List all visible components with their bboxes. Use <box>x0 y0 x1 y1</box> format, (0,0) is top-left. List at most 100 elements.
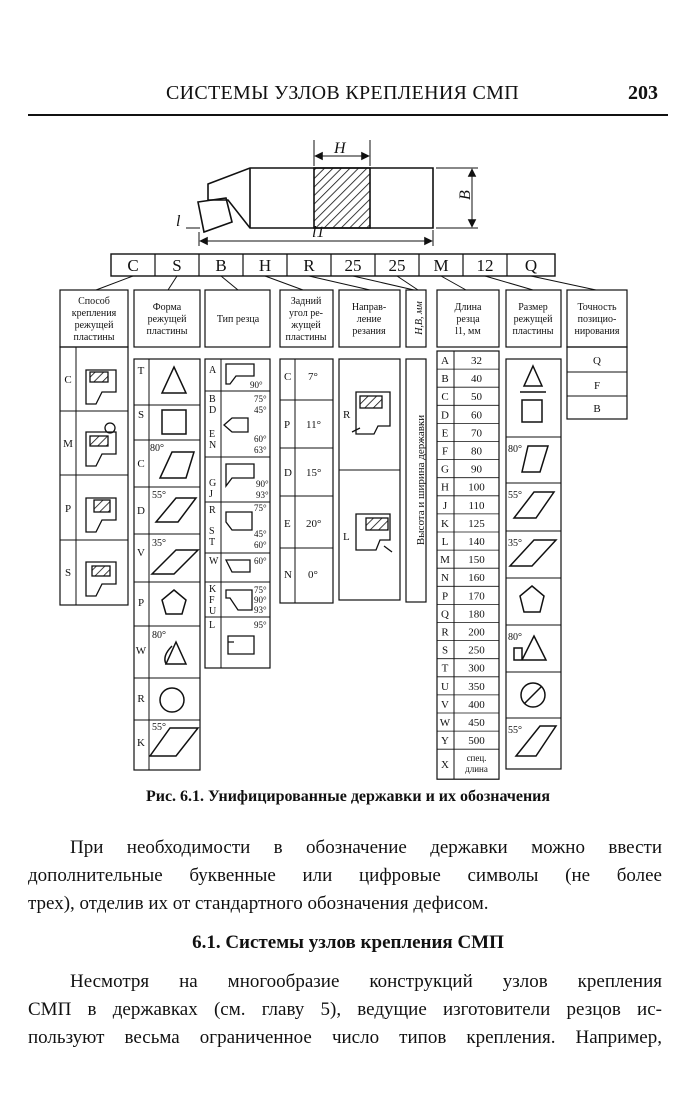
svg-text:l1, мм: l1, мм <box>455 326 481 337</box>
svg-text:D: D <box>137 505 145 517</box>
svg-text:P: P <box>65 503 71 515</box>
section-heading: 6.1. Системы узлов крепления СМП <box>192 932 504 953</box>
svg-text:60°: 60° <box>254 540 267 550</box>
svg-text:R: R <box>137 693 145 705</box>
svg-text:U: U <box>209 606 217 617</box>
svg-text:C: C <box>137 458 144 470</box>
length-code: S <box>442 645 448 657</box>
svg-text:55°: 55° <box>508 725 522 736</box>
length-code: U <box>441 681 449 693</box>
length-value: 50 <box>471 391 483 403</box>
svg-text:C: C <box>284 371 291 383</box>
svg-text:H,B, мм: H,B, мм <box>414 301 425 336</box>
length-code: P <box>442 590 448 602</box>
paragraph-1: При необходимости в обозначение державки… <box>28 837 662 914</box>
svg-text:Размер: Размер <box>518 302 548 313</box>
svg-text:F: F <box>594 380 600 392</box>
figure-6-1: H B l l1 C S B H R 25 25 M 12 Q <box>59 140 628 780</box>
svg-text:L: L <box>343 531 350 543</box>
length-code: G <box>441 464 449 476</box>
svg-text:D: D <box>284 467 292 479</box>
length-value: 500 <box>468 735 485 747</box>
length-code: T <box>442 663 449 675</box>
svg-text:63°: 63° <box>254 445 267 455</box>
code-10: Q <box>525 256 537 275</box>
length-value: 90 <box>471 464 483 476</box>
svg-text:режущей: режущей <box>514 314 553 325</box>
svg-text:7°: 7° <box>308 371 318 383</box>
code-2: S <box>172 256 181 275</box>
svg-text:80°: 80° <box>150 443 164 454</box>
svg-text:D: D <box>209 405 216 416</box>
svg-text:B: B <box>209 394 216 405</box>
svg-text:45°: 45° <box>254 405 267 415</box>
svg-text:M: M <box>63 438 73 450</box>
clamp-icons <box>85 369 117 597</box>
svg-text:R: R <box>209 505 216 516</box>
length-value: 100 <box>468 482 485 494</box>
svg-text:C: C <box>64 374 71 386</box>
svg-text:K: K <box>209 584 217 595</box>
svg-text:Задний: Задний <box>291 296 322 307</box>
svg-text:E: E <box>284 518 291 530</box>
code-8: M <box>433 256 448 275</box>
svg-text:45°: 45° <box>254 529 267 539</box>
svg-text:E: E <box>209 429 215 440</box>
dim-l1: l1 <box>312 224 324 241</box>
dim-l: l <box>176 213 181 230</box>
svg-text:0°: 0° <box>308 569 318 581</box>
svg-text:93°: 93° <box>254 605 267 615</box>
svg-text:V: V <box>137 547 145 559</box>
svg-text:80°: 80° <box>508 632 522 643</box>
svg-text:J: J <box>209 489 213 500</box>
length-value: 70 <box>471 427 483 439</box>
length-value: 200 <box>468 627 485 639</box>
svg-text:75°: 75° <box>254 503 267 513</box>
svg-text:T: T <box>209 537 215 548</box>
code-connectors <box>95 275 597 291</box>
paragraph-2: Несмотря на многообразие конструкций узл… <box>28 971 662 1048</box>
length-value: 80 <box>471 446 483 458</box>
svg-text:75°: 75° <box>254 585 267 595</box>
svg-text:55°: 55° <box>152 722 166 733</box>
code-6: 25 <box>345 256 362 275</box>
svg-text:W: W <box>209 556 219 567</box>
svg-text:S: S <box>65 567 71 579</box>
svg-text:Направ-: Направ- <box>352 302 386 313</box>
svg-text:N: N <box>209 440 216 451</box>
svg-text:S: S <box>209 526 215 537</box>
length-value: 40 <box>471 373 483 385</box>
svg-text:Q: Q <box>593 355 601 367</box>
svg-text:Форма: Форма <box>153 302 182 313</box>
length-code: F <box>442 446 448 458</box>
length-code: L <box>442 536 449 548</box>
svg-text:80°: 80° <box>152 630 166 641</box>
svg-text:B: B <box>593 403 600 415</box>
length-value: 32 <box>471 355 482 367</box>
length-code: A <box>441 355 449 367</box>
designation-code-row: C S B H R 25 25 M 12 Q <box>110 253 556 277</box>
svg-text:позицио-: позицио- <box>578 314 617 325</box>
svg-text:T: T <box>138 365 145 377</box>
dim-H: H <box>333 140 347 157</box>
svg-text:35°: 35° <box>152 538 166 549</box>
length-value: 160 <box>468 572 485 584</box>
column-tool-type: Тип резца A B D E N G J R S T W K F U L … <box>204 289 271 669</box>
svg-text:Высота и ширина державки: Высота и ширина державки <box>415 415 427 545</box>
column-accuracy: Точность позицио- нирования Q F B <box>566 289 628 420</box>
svg-text:P: P <box>138 597 144 609</box>
svg-text:S: S <box>138 409 144 421</box>
column-clamping: Способ крепления режущей пластины C M P … <box>59 289 129 606</box>
svg-text:Тип резца: Тип резца <box>217 314 260 325</box>
svg-text:режущей: режущей <box>75 320 114 331</box>
code-7: 25 <box>389 256 406 275</box>
svg-text:W: W <box>136 645 147 657</box>
column-clearance-angle: Задний угол ре- жущей пластины C P D E N… <box>279 289 334 604</box>
length-value: 140 <box>468 536 485 548</box>
svg-text:режущей: режущей <box>148 314 187 325</box>
svg-text:Способ: Способ <box>78 296 110 307</box>
column-insert-shape: Форма режущей пластины T S C D V P W R K… <box>133 289 201 771</box>
svg-text:90°: 90° <box>254 595 267 605</box>
